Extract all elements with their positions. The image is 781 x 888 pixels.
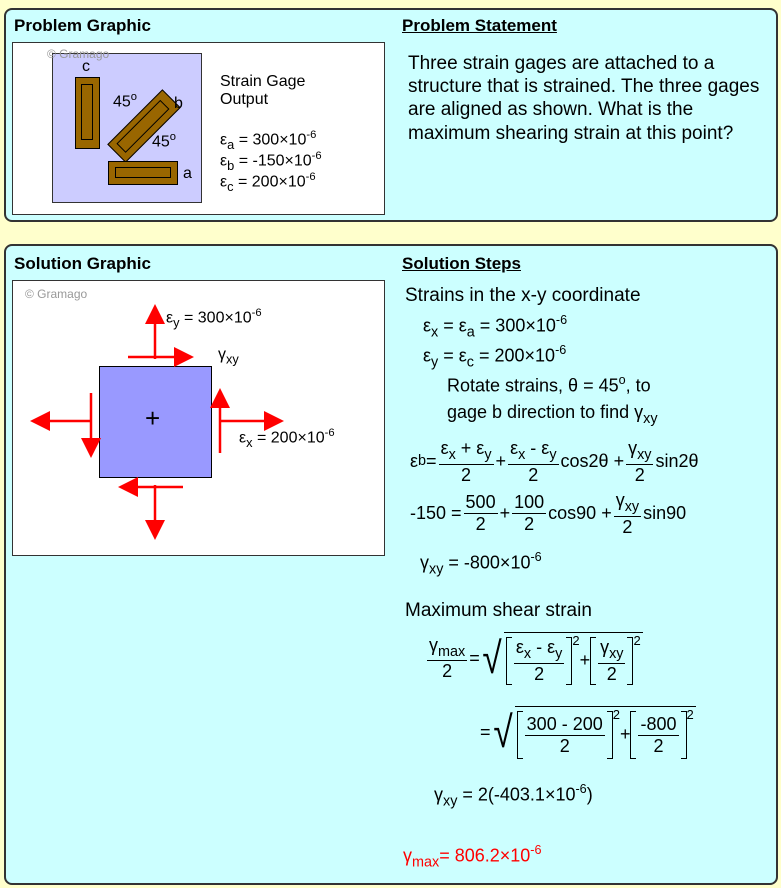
solution-steps-heading: Solution Steps (402, 254, 521, 273)
final-answer: γmax= 806.2×10-6 (403, 843, 542, 871)
watermark: © Gramago (47, 47, 110, 61)
angle-label-1: 45o (113, 91, 138, 111)
angle-label-2: 45o (152, 131, 177, 151)
ex-label: εx = 200×10-6 (239, 427, 335, 451)
step-ex: εx = εa = 300×10-6 (423, 313, 568, 341)
watermark: © Gramago (25, 287, 88, 301)
step-max-shear-heading: Maximum shear strain (405, 600, 592, 621)
step-gage-b: gage b direction to find γxy (447, 402, 658, 428)
step-strains-heading: Strains in the x-y coordinate (405, 285, 641, 306)
gxy-result: γxy = -800×10-6 (420, 550, 542, 578)
label-b: b (174, 95, 183, 112)
solution-graphic-heading: Solution Graphic (14, 254, 151, 273)
label-c: c (82, 58, 90, 75)
problem-statement-heading: Problem Statement (402, 16, 557, 35)
gxy-doubled: γxy = 2(-403.1×10-6) (434, 782, 593, 810)
strain-b: εb = -150×10-6 (220, 150, 322, 174)
problem-panel: Problem Graphic Problem Statement Three … (4, 8, 778, 222)
ey-label: εy = 300×10-6 (166, 307, 262, 331)
label-a: a (183, 165, 192, 182)
solution-panel: Solution Graphic Solution Steps © Gramag… (4, 244, 778, 885)
center-plus: + (145, 403, 161, 433)
gage-a (108, 161, 178, 185)
stress-arrows (30, 304, 284, 540)
gxy-label: γxy (218, 346, 239, 367)
strain-a: εa = 300×10-6 (220, 129, 317, 153)
step-ey: εy = εc = 200×10-6 (423, 343, 567, 371)
gage-c (75, 77, 100, 149)
solution-graphic: © Gramago + εy = 300×10-6 γxy εx = 200×1… (12, 280, 385, 556)
step-rotate: Rotate strains, θ = 45o, to (447, 373, 651, 396)
strain-element (99, 366, 212, 478)
problem-graphic-heading: Problem Graphic (14, 16, 151, 35)
strain-c: εc = 200×10-6 (220, 171, 316, 195)
problem-statement: Three strain gages are attached to a str… (408, 53, 760, 144)
